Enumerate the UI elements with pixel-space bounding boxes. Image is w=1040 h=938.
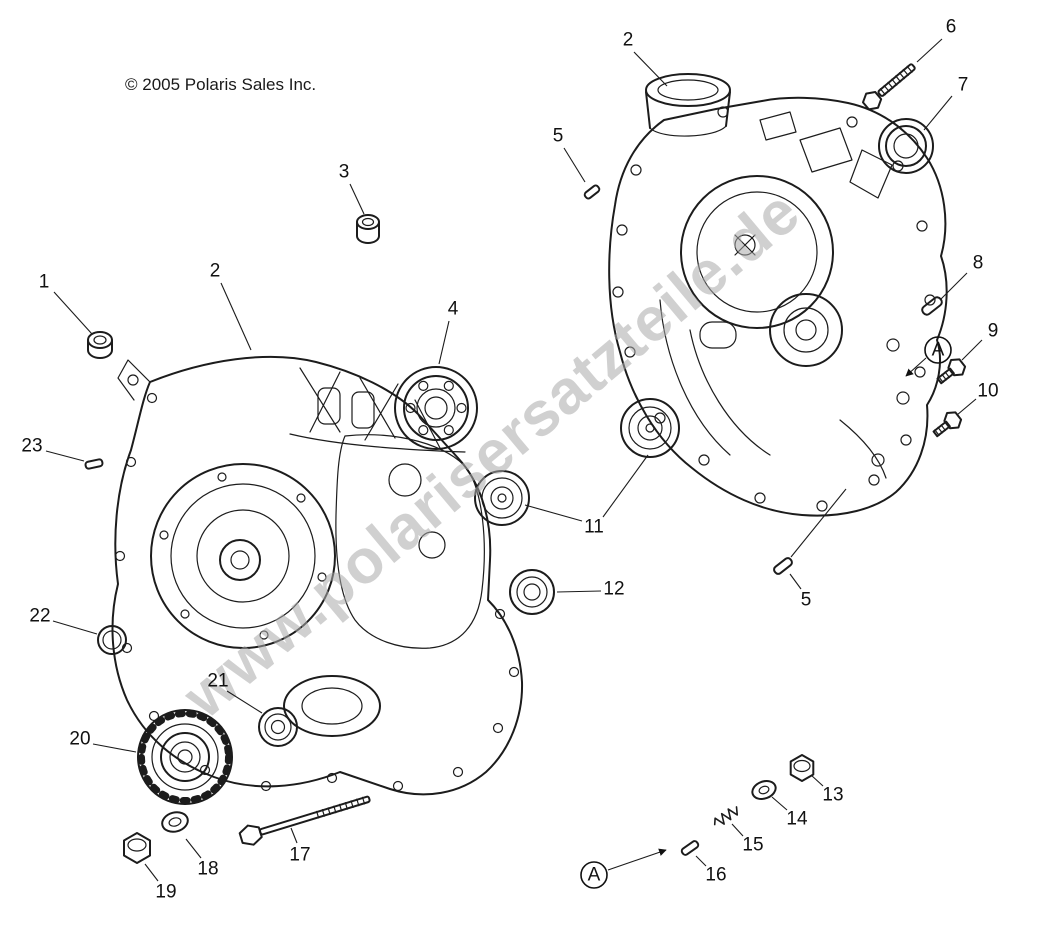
leader-line-22 <box>52 620 98 635</box>
part-22-oring <box>97 625 127 655</box>
part-18-washer <box>161 811 189 833</box>
part-14-washer <box>751 780 777 800</box>
leader-line-17 <box>290 827 298 844</box>
leader-line-5 <box>790 488 847 558</box>
callout-18: 18 <box>197 859 218 880</box>
callout-5: 5 <box>553 126 564 147</box>
part-9-fitting <box>936 358 967 385</box>
callout-A: A <box>588 865 601 886</box>
leader-line-11 <box>524 504 583 522</box>
part-3-dowel <box>356 214 380 244</box>
part-11-bearing-b <box>620 398 680 458</box>
reference-marker-circle-A <box>580 861 608 889</box>
part-12-bearing <box>509 569 555 615</box>
leader-line-1 <box>53 291 93 335</box>
callout-22: 22 <box>29 606 50 627</box>
part-7-seal <box>878 118 934 174</box>
part-11-bearing-a <box>474 470 530 526</box>
callout-7: 7 <box>958 75 969 96</box>
part-21-seal <box>258 707 298 747</box>
leader-line-15 <box>731 823 744 837</box>
part-6-bolt <box>861 63 916 111</box>
callout-6: 6 <box>946 17 957 38</box>
callout-19: 19 <box>155 882 176 903</box>
callout-layer: 267532189A104231112522212013141516A17181… <box>21 17 998 903</box>
leader-line-7 <box>923 95 953 131</box>
part-5-pin-lower <box>773 557 793 575</box>
reference-marker-circle-A <box>924 336 952 364</box>
callout-15: 15 <box>742 835 763 856</box>
leader-line-12 <box>556 590 602 593</box>
leader-line-23 <box>45 450 85 462</box>
callout-16: 16 <box>705 865 726 886</box>
part-5-pin-upper <box>583 184 601 200</box>
leader-line-4 <box>438 320 450 365</box>
leader-line-5 <box>789 573 802 590</box>
callout-9: 9 <box>988 321 999 342</box>
part-4-bearing <box>394 366 478 450</box>
callout-10: 10 <box>977 381 998 402</box>
callout-3: 3 <box>339 162 350 183</box>
part-8-pin <box>921 296 943 316</box>
loose-parts <box>84 63 967 864</box>
leader-line-9 <box>961 339 983 361</box>
leader-line-18 <box>185 838 202 859</box>
part-10-fitting <box>932 411 963 438</box>
leader-line-3 <box>349 183 365 215</box>
leader-line-A <box>905 357 927 377</box>
leader-line-14 <box>771 796 788 811</box>
part-16-pin <box>680 840 700 856</box>
callout-12: 12 <box>603 579 624 600</box>
leader-line-20 <box>92 743 137 753</box>
part-23-pin <box>84 458 104 470</box>
copyright-text: © 2005 Polaris Sales Inc. <box>125 75 316 94</box>
part-15-spring <box>713 806 739 826</box>
callout-1: 1 <box>39 272 50 293</box>
callout-2: 2 <box>623 30 634 51</box>
leader-line-16 <box>695 855 707 867</box>
leader-line-8 <box>940 272 968 300</box>
part-19-plug <box>123 832 151 864</box>
part-17-bolt <box>238 795 371 846</box>
callout-2: 2 <box>210 261 221 282</box>
leader-line-2 <box>220 282 252 351</box>
leader-line-13 <box>810 774 824 787</box>
callout-23: 23 <box>21 436 42 457</box>
callout-14: 14 <box>786 809 808 830</box>
leader-line-10 <box>956 398 977 416</box>
leader-line-6 <box>916 38 943 63</box>
part-13-plug <box>789 754 815 782</box>
callout-21: 21 <box>207 671 228 692</box>
callout-4: 4 <box>448 299 459 320</box>
left-crankcase-half <box>111 355 524 796</box>
leader-line-19 <box>144 863 159 882</box>
watermark-text: www.polarisersatzteile.de <box>170 177 813 732</box>
leader-line-11 <box>602 454 649 518</box>
part-20-pulley <box>137 709 233 805</box>
callout-5: 5 <box>801 590 812 611</box>
right-crankcase-half <box>608 73 948 517</box>
callout-8: 8 <box>973 253 984 274</box>
leader-line-5 <box>563 147 586 183</box>
leader-line-21 <box>226 690 263 714</box>
leader-line-2 <box>633 51 668 87</box>
callout-17: 17 <box>289 845 310 866</box>
part-1-bushing <box>87 331 113 359</box>
leader-line-A <box>607 848 667 871</box>
callout-20: 20 <box>69 729 90 750</box>
callout-A: A <box>932 340 945 361</box>
callout-13: 13 <box>822 785 843 806</box>
callout-11: 11 <box>584 517 604 538</box>
